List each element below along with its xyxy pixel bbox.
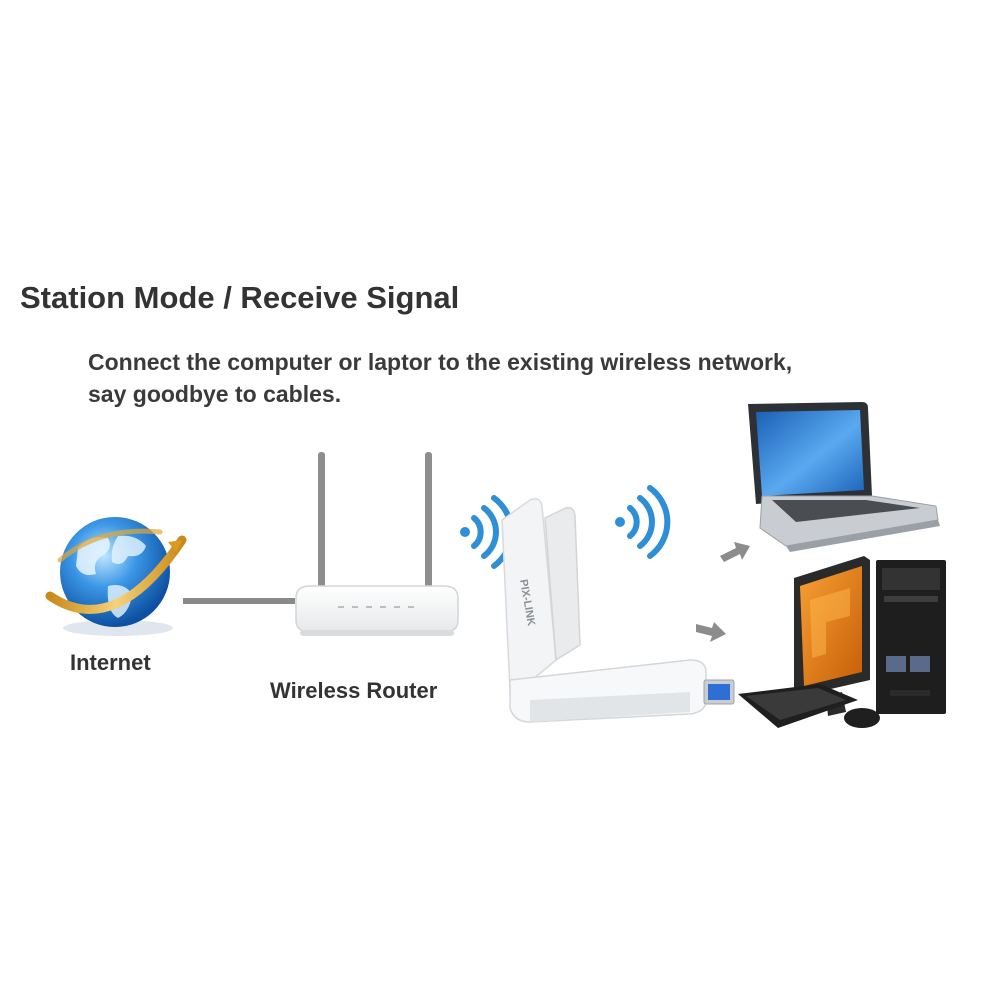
description: Connect the computer or laptor to the ex… — [88, 346, 792, 410]
globe-icon — [45, 517, 187, 636]
router-label: Wireless Router — [270, 678, 438, 703]
internet-label: Internet — [70, 650, 151, 675]
description-line-1: Connect the computer or laptor to the ex… — [88, 349, 793, 375]
page-title: Station Mode / Receive Signal — [20, 280, 460, 315]
laptop-icon — [748, 402, 940, 552]
wifi-signal-icon-2 — [615, 485, 671, 559]
ethernet-cable — [183, 598, 295, 604]
arrow-icon-2 — [696, 622, 726, 642]
arrow-icon — [720, 542, 750, 562]
desktop-pc-icon — [738, 556, 946, 728]
description-line-2: say goodbye to cables. — [88, 381, 342, 407]
usb-adapter-icon: PIX-LINK — [501, 498, 735, 723]
router-icon — [295, 452, 459, 636]
